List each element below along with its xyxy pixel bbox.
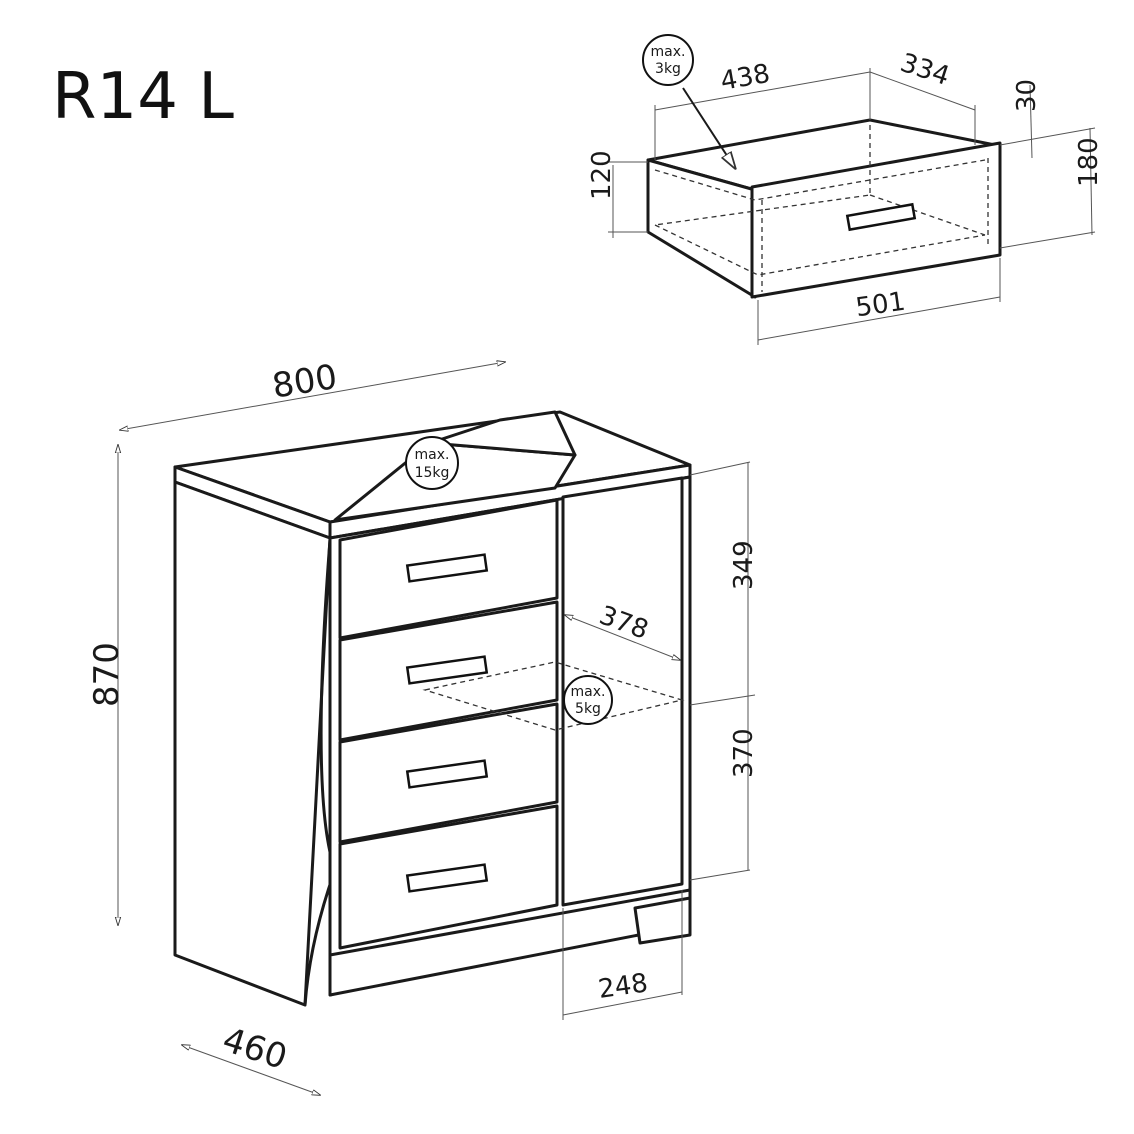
dim-870: 870	[87, 642, 127, 707]
handle-icon	[405, 655, 489, 685]
dim-800: 800	[269, 357, 339, 407]
dim-120: 120	[587, 150, 617, 200]
model-title: R14 L	[52, 60, 234, 134]
dim-line-460	[182, 1045, 320, 1095]
dim-line-30	[1029, 84, 1033, 159]
dim-334: 334	[897, 48, 953, 92]
drawer-detail: max. 3kg 438 334 30 180 120 501	[587, 34, 1104, 345]
dim-line-180	[1089, 127, 1093, 236]
dim-line-800	[120, 362, 505, 430]
handle-icon	[405, 863, 489, 893]
dim-248: 248	[596, 968, 649, 1005]
dresser-drawing: max. 15kg max. 5kg 800 870 460 349 378 3…	[87, 357, 759, 1095]
shelf-load-line2: 5kg	[575, 701, 601, 717]
dim-349: 349	[729, 540, 759, 590]
dim-line-378	[565, 615, 680, 660]
load-arrow	[682, 87, 735, 168]
dim-501: 501	[854, 287, 907, 324]
dim-line-438	[654, 71, 871, 111]
shelf-load-line1: max.	[571, 684, 606, 700]
dim-30: 30	[1012, 79, 1042, 112]
dim-180: 180	[1074, 137, 1104, 187]
dresser-side-panel	[173, 480, 332, 1007]
dim-438: 438	[718, 59, 772, 97]
top-load-line1: max.	[415, 447, 450, 463]
shelf-outline	[422, 661, 685, 731]
door	[561, 476, 684, 907]
shelf-load-badge	[563, 675, 613, 725]
dim-line-334	[869, 71, 976, 111]
drawer-load-line2: 3kg	[655, 61, 681, 77]
drawer-load-line1: max.	[651, 44, 686, 60]
plinth-foot	[633, 896, 692, 945]
handle-icon	[405, 759, 489, 789]
drawer-handle-icon	[845, 202, 917, 232]
drawer-load-badge	[642, 34, 694, 86]
dim-460: 460	[218, 1020, 292, 1078]
dim-line-501	[757, 296, 1001, 341]
top-load-badge	[405, 436, 459, 490]
dim-line-248	[562, 991, 683, 1016]
top-load-line2: 15kg	[415, 465, 450, 481]
handle-icon	[405, 553, 489, 583]
dim-370: 370	[729, 728, 759, 778]
